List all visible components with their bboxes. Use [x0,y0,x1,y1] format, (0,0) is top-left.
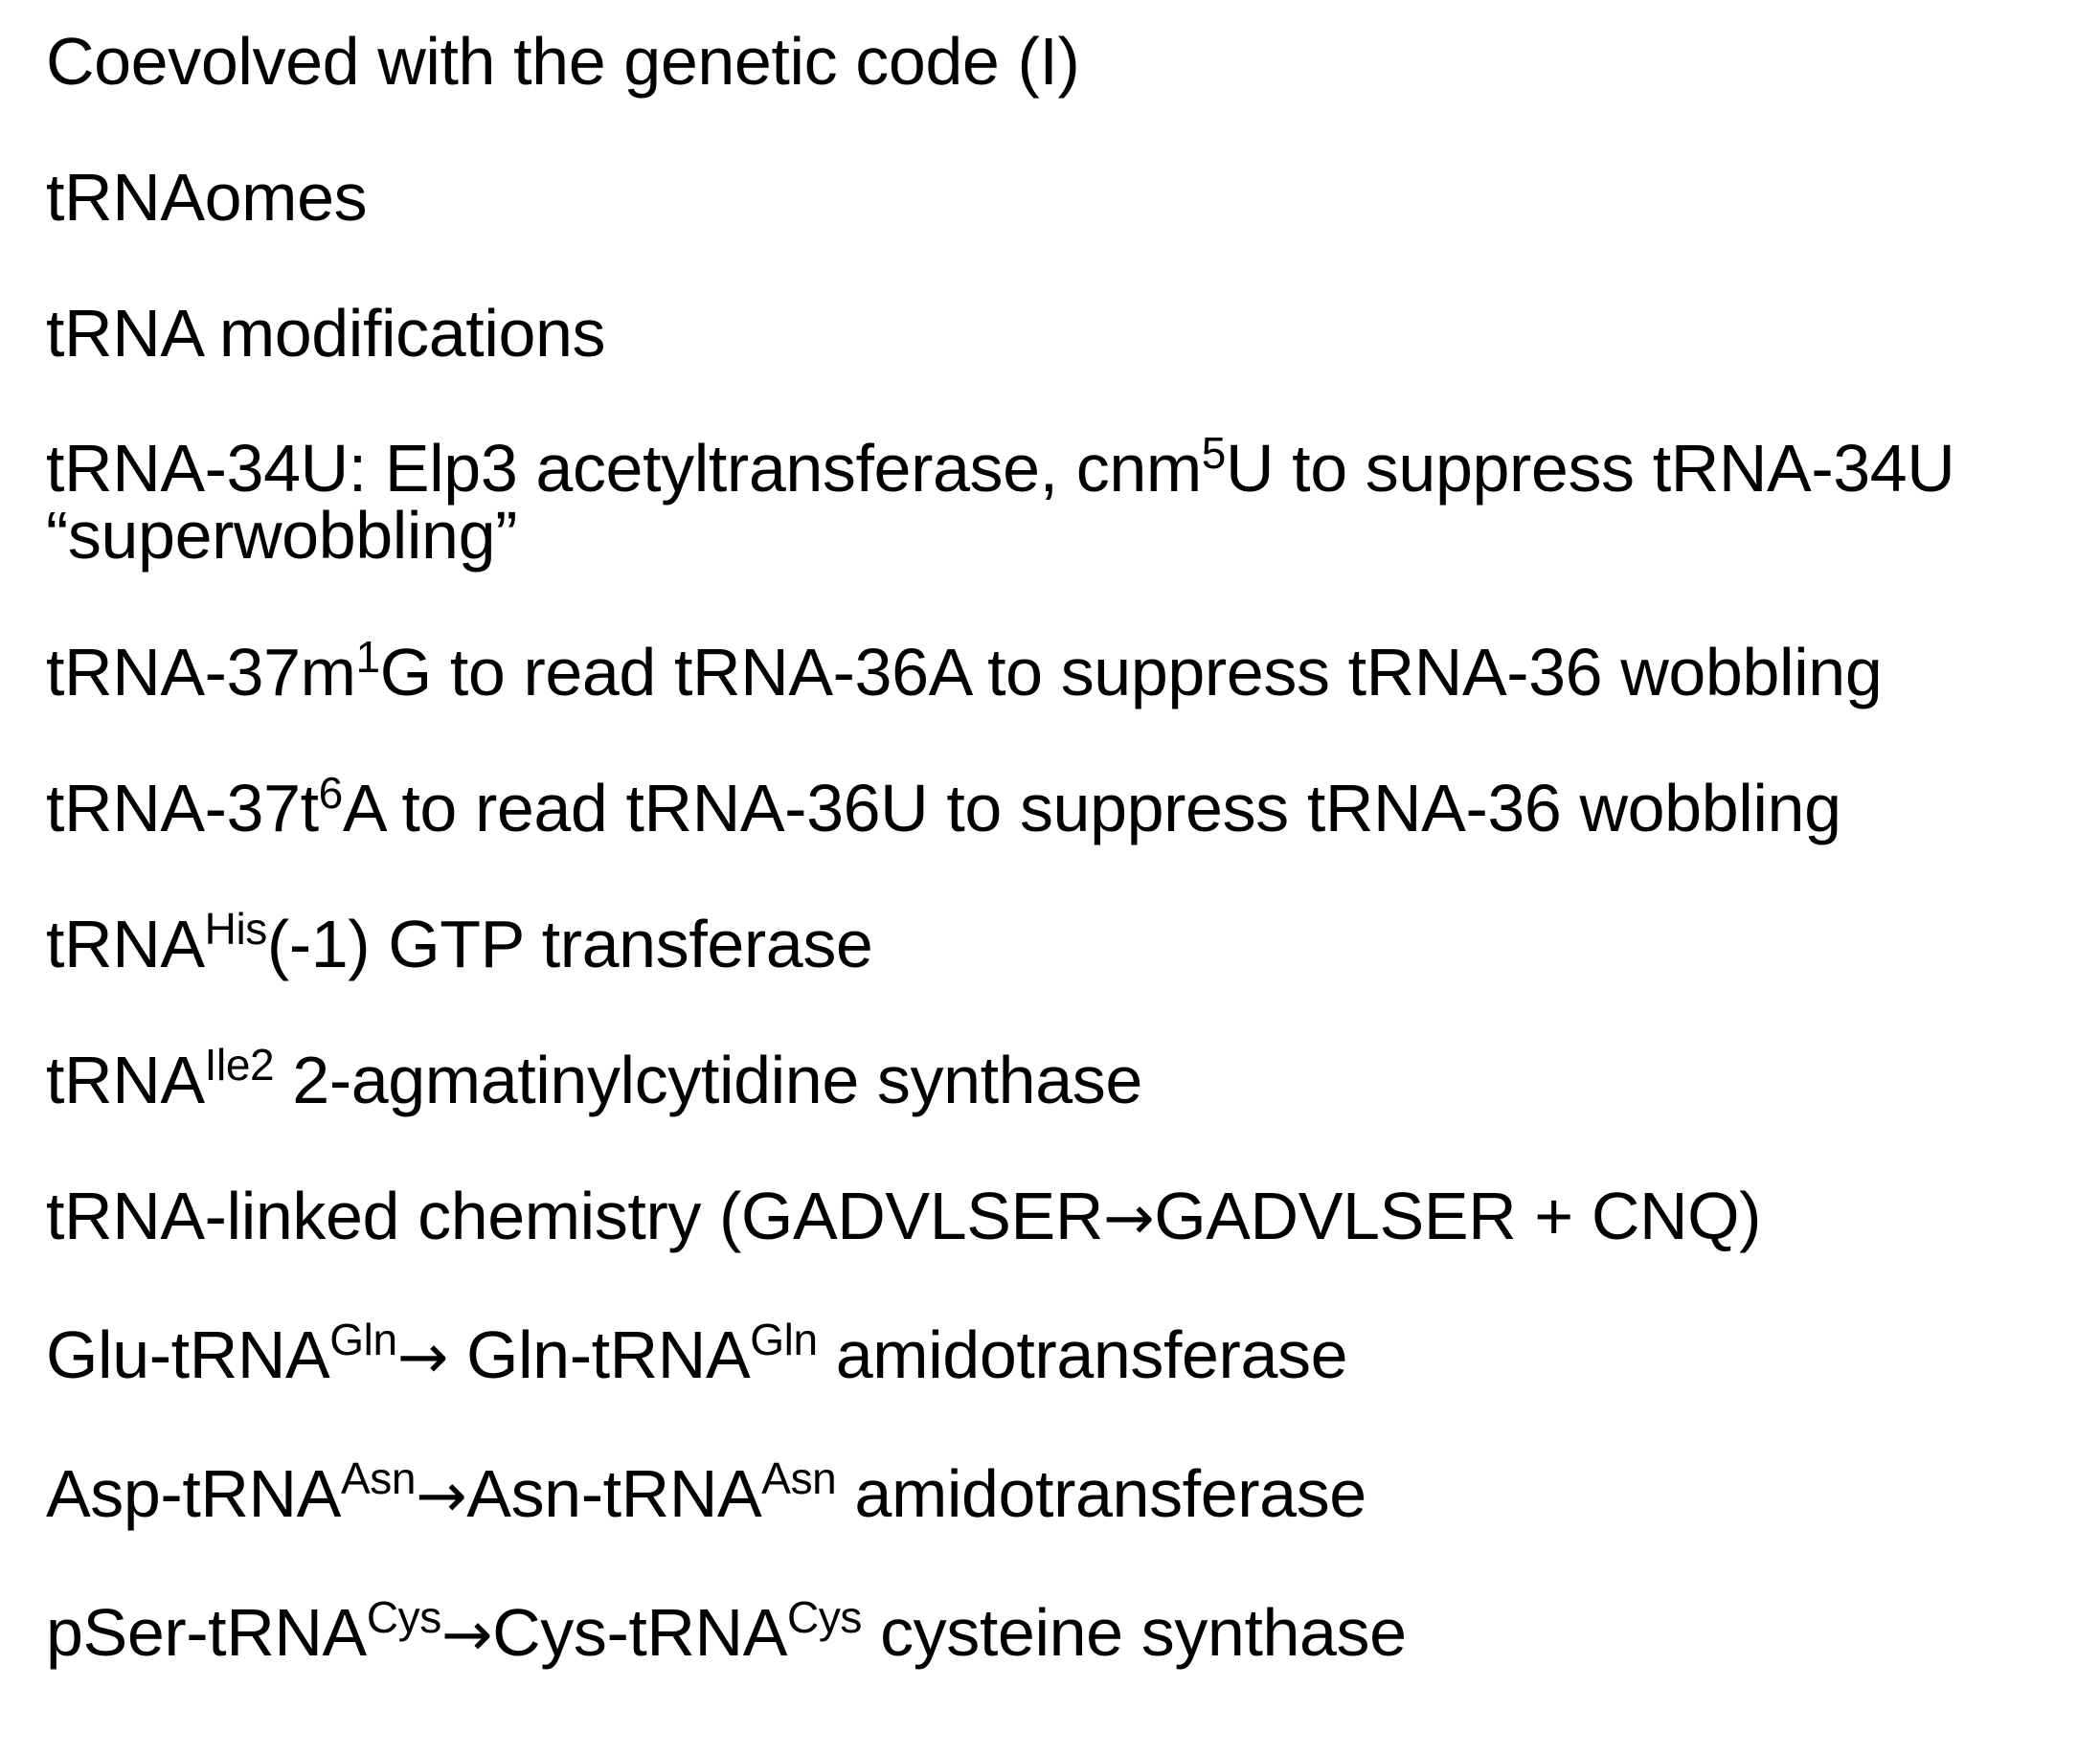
superscript: 6 [318,768,344,818]
text-line-his: tRNAHis(-1) GTP transferase [46,907,2086,981]
line-text: tRNA-37m [46,635,356,709]
line-text: tRNA modifications [46,296,606,371]
line-text: Asn-tRNA [466,1456,762,1531]
arrow-right-icon: → [416,1461,467,1532]
superscript: Cys [366,1592,441,1642]
text-line-elp3: tRNA-34U: Elp3 acetyltransferase, cnm5U … [46,431,2086,569]
superscript: Ile2 [204,1040,275,1090]
text-line-asn: Asp-tRNAAsn→Asn-tRNAAsn amidotransferase [46,1456,2086,1532]
superscript: Asn [340,1453,417,1503]
arrow-right-icon: → [440,1600,493,1671]
superscript: His [204,904,268,954]
line-text: Cys-tRNA [492,1595,787,1670]
line-text: tRNAomes [46,160,368,235]
line-text: amidotransferase [836,1456,1366,1531]
line-text: pSer-tRNA [46,1595,367,1670]
line-text: Gln-tRNA [447,1317,751,1392]
superscript: Gln [329,1315,397,1364]
superscript: Cys [787,1592,863,1642]
text-line-cys: pSer-tRNACys→Cys-tRNACys cysteine syntha… [46,1595,2086,1671]
line-text: tRNA-34U: Elp3 acetyltransferase, cnm [46,431,1202,506]
line-text: cysteine synthase [862,1595,1407,1670]
text-line-gadvlser: tRNA-linked chemistry (GADVLSER→GADVLSER… [46,1181,2086,1253]
line-text: U to suppress tRNA-34U “superwobbling” [46,431,1955,573]
text-line-trna-modifications: tRNA modifications [46,299,2086,368]
heading-line: Coevolved with the genetic code (I) [46,27,2086,96]
text-line-gln: Glu-tRNAGln→ Gln-tRNAGln amidotransferas… [46,1317,2086,1393]
line-text: tRNA-linked chemistry (GADVLSER [46,1179,1103,1253]
text-line-t6a: tRNA-37t6A to read tRNA-36U to suppress … [46,771,2086,845]
line-text: amidotransferase [817,1317,1348,1392]
line-text: 2-agmatinylcytidine synthase [274,1043,1142,1117]
document-body: Coevolved with the genetic code (I) tRNA… [46,27,2086,1670]
superscript: 1 [355,632,381,682]
superscript: 5 [1201,428,1227,478]
text-line-ile2: tRNAIle2 2-agmatinylcytidine synthase [46,1043,2086,1117]
line-text: GADVLSER + CNQ) [1154,1179,1762,1253]
text-line-m1g: tRNA-37m1G to read tRNA-36A to suppress … [46,635,2086,709]
line-text: Asp-tRNA [46,1456,341,1531]
line-text: (-1) GTP transferase [266,907,873,981]
line-text: tRNA [46,907,205,981]
line-text: Glu-tRNA [46,1317,330,1392]
line-text: A to read tRNA-36U to suppress tRNA-36 w… [342,771,1841,845]
line-text: tRNA-37t [46,771,319,845]
arrow-right-icon: → [1102,1183,1155,1254]
line-text: G to read tRNA-36A to suppress tRNA-36 w… [379,635,1883,709]
superscript: Asn [761,1453,837,1503]
line-text: tRNA [46,1043,205,1117]
text-line-trnaomes: tRNAomes [46,163,2086,232]
heading-text: Coevolved with the genetic code (I) [46,24,1080,99]
arrow-right-icon: → [396,1322,449,1393]
superscript: Gln [750,1315,818,1364]
